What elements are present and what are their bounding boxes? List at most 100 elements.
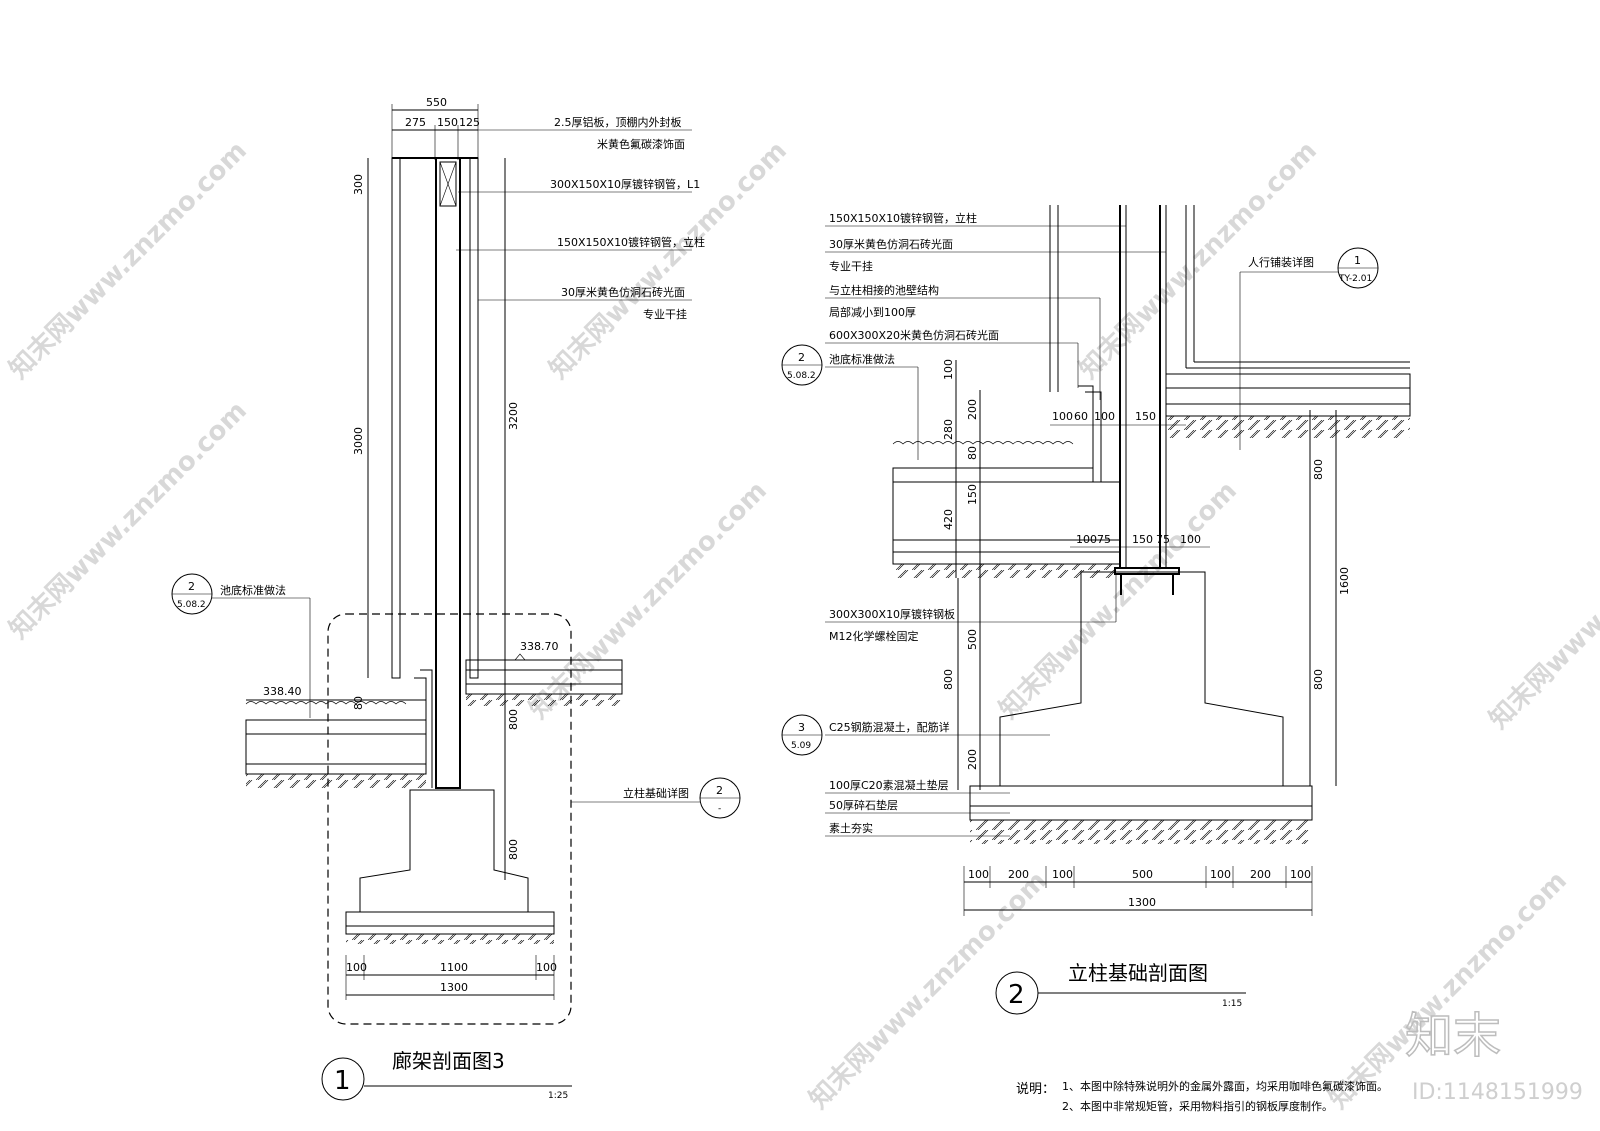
- dim-label: 200: [1008, 868, 1029, 881]
- callout-text: 与立柱相接的池壁结构: [829, 283, 939, 297]
- callout-text: 150X150X10镀锌钢管，立柱: [557, 235, 705, 249]
- callout-text: 600X300X20米黄色仿洞石砖光面: [829, 328, 999, 342]
- dim-label: 75: [1156, 533, 1170, 546]
- ref-label: 池底标准做法: [220, 583, 286, 597]
- watermark-text: 知末网www.znzmo.com: [4, 136, 253, 385]
- paving-reference-callout: 1 TY-2.01 人行铺装详图: [1239, 247, 1379, 450]
- dim-label: 125: [459, 116, 480, 129]
- dim-label: 500: [1132, 868, 1153, 881]
- callout-text: 素土夯实: [829, 821, 873, 835]
- dim-label: 800: [1312, 459, 1325, 480]
- dim-label: 200: [966, 749, 979, 770]
- dim-label: 100: [1180, 533, 1201, 546]
- dim-label: 150: [1132, 533, 1153, 546]
- dim-label: 1600: [1338, 567, 1351, 595]
- dim-label: 100: [346, 961, 367, 974]
- watermark-text: 知末网www.znzmo.com: [1484, 486, 1600, 735]
- callout-text: 2.5厚铝板，顶棚内外封板: [554, 115, 682, 129]
- top-dimensions: 550 275 150 125: [391, 96, 480, 160]
- cladding-panel: [391, 157, 401, 679]
- dim-label: 300: [352, 174, 365, 195]
- dim-label: 100: [1076, 533, 1097, 546]
- base-plate: [1114, 567, 1180, 575]
- ref-label: 人行铺装详图: [1248, 255, 1314, 269]
- note-line: 1、本图中除特殊说明外的金属外露面，均采用咖啡色氟碳漆饰面。: [1062, 1079, 1388, 1093]
- vertical-dimensions-right: 800 1600 800: [1309, 410, 1351, 786]
- pool-reference-callout: 2 5.08.2: [781, 344, 823, 386]
- callout-text: 100厚C20素混凝土垫层: [829, 778, 949, 792]
- notes-block: 说明： 1、本图中除特殊说明外的金属外露面，均采用咖啡色氟碳漆饰面。 2、本图中…: [1016, 1079, 1388, 1113]
- watermark-text: 知末网www.znzmo.com: [4, 396, 253, 645]
- pool-reference-callout: 2 5.08.2 池底标准做法: [171, 573, 311, 718]
- detail-boundary: [327, 613, 572, 1025]
- dim-label: 3200: [507, 402, 520, 430]
- dim-label: 60: [1074, 410, 1088, 423]
- dim-label: 200: [1250, 868, 1271, 881]
- callout-text: C25钢筋混凝土，配筋详: [829, 720, 950, 734]
- drawing-title: 立柱基础剖面图: [1068, 961, 1208, 985]
- ref-num: 1: [1354, 254, 1361, 267]
- dim-label: 1300: [1128, 896, 1156, 909]
- beam-section: [439, 161, 457, 207]
- ref-sheet: 5.08.2: [787, 371, 816, 381]
- dim-label: 100: [942, 359, 955, 380]
- dim-label: 100: [1052, 868, 1073, 881]
- dim-label: 800: [507, 709, 520, 730]
- callout-text: 米黄色氟碳漆饰面: [597, 137, 685, 151]
- dim-label: 100: [536, 961, 557, 974]
- ref-num: 2: [716, 784, 723, 797]
- steel-column: [435, 157, 461, 789]
- drawing-1-title-block: 1 廊架剖面图3 1:25: [321, 1049, 572, 1101]
- bottom-dimensions: 100 1100 100 1300: [345, 955, 557, 1000]
- drawing-scale: 1:15: [1222, 999, 1242, 1009]
- dim-label: 800: [507, 839, 520, 860]
- callout-text: 300X300X10厚镀锌钢板: [829, 607, 955, 621]
- drawing-number-bubble: [321, 1057, 365, 1101]
- elevation-label: 338.40: [263, 685, 302, 698]
- dim-label: 275: [405, 116, 426, 129]
- dim-label: 550: [426, 96, 447, 109]
- dim-label: 100: [1210, 868, 1231, 881]
- footing-reference-callout: 2 - 立柱基础详图: [571, 777, 741, 819]
- elevation-label: 338.70: [520, 640, 559, 653]
- dim-label: 420: [942, 509, 955, 530]
- cladding-panel: [469, 157, 479, 679]
- dim-label: 100: [1052, 410, 1073, 423]
- dim-label: 1100: [440, 961, 468, 974]
- callout-text: 专业干挂: [829, 259, 873, 273]
- asset-id: ID:1148151999: [1412, 1080, 1583, 1105]
- dim-label: 100: [968, 868, 989, 881]
- drawing-number: 2: [1008, 980, 1025, 1010]
- walkway-section-right: 338.70: [465, 640, 623, 706]
- watermark-text: 知末网www.znzmo.com: [1324, 866, 1573, 1115]
- dim-label: 75: [1097, 533, 1111, 546]
- dim-label: 150: [1135, 410, 1156, 423]
- dim-label: 80: [966, 446, 979, 460]
- vertical-dimensions: 300 3000 3200 80 800 800: [352, 158, 520, 880]
- callout-text: M12化学螺栓固定: [829, 629, 919, 643]
- dim-label: 500: [966, 629, 979, 650]
- ref-num: 2: [188, 580, 195, 593]
- drawing-scale: 1:25: [548, 1091, 568, 1101]
- drawing-1-callouts: 2.5厚铝板，顶棚内外封板 米黄色氟碳漆饰面 300X150X10厚镀锌钢管，L…: [456, 115, 705, 321]
- callout-text: 专业干挂: [643, 307, 687, 321]
- callout-text: 300X150X10厚镀锌钢管，L1: [550, 177, 700, 191]
- dim-label: 280: [942, 419, 955, 440]
- walkway-layers: [1165, 373, 1411, 438]
- pool-section-left: 338.40: [245, 669, 433, 788]
- drawing-2-title-block: 2 立柱基础剖面图 1:15: [995, 961, 1246, 1015]
- dim-label: 3000: [352, 427, 365, 455]
- ref-num: 3: [798, 721, 805, 734]
- ref-sheet: TY-2.01: [1338, 274, 1372, 284]
- column-footing: [345, 789, 555, 944]
- ref-label: 立柱基础详图: [623, 786, 689, 800]
- dim-label: 100: [1094, 410, 1115, 423]
- brand-logo: 知末: [1405, 1008, 1501, 1064]
- pool-layers: [892, 385, 1121, 578]
- callout-text: 150X150X10镀锌钢管，立柱: [829, 211, 977, 225]
- callout-text: 30厚米黄色仿洞石砖光面: [561, 285, 685, 299]
- vertical-dimensions-left: 100 280 200 80 150 420 500 800 200: [942, 359, 981, 790]
- dim-label: 800: [1312, 669, 1325, 690]
- brand-watermark: 知末 ID:1148151999: [1404, 1007, 1583, 1105]
